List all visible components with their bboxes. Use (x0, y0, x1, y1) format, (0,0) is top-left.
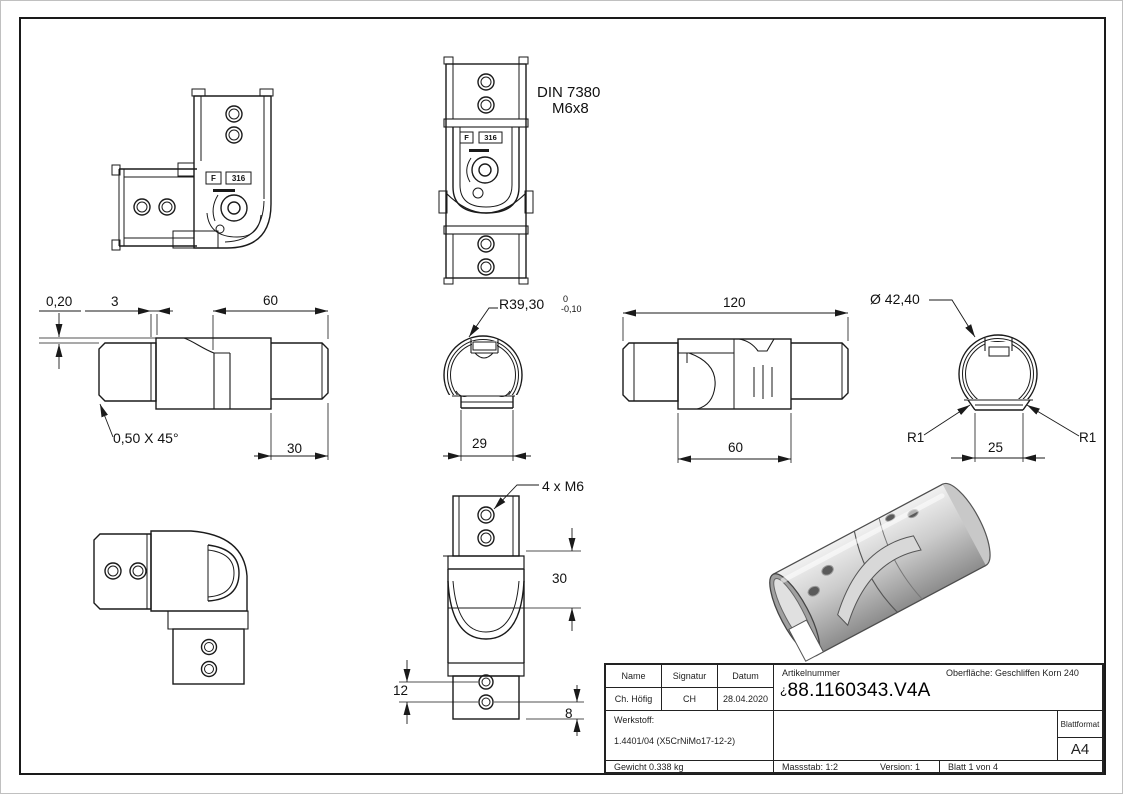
radius-note: R39,30 (499, 296, 545, 312)
title-block: Name Signatur Datum Artikelnummer Oberfl… (604, 663, 1104, 774)
dim-30-vert-label: 30 (552, 571, 568, 586)
sheet-frame (19, 17, 1106, 775)
dim-12-label: 12 (393, 683, 409, 698)
dim-60-bottom-label: 60 (728, 440, 744, 455)
mark-f-label: F (464, 133, 469, 142)
radius-tol-lower: -0,10 (561, 304, 582, 314)
iso-hole (807, 585, 820, 597)
material-value: 1.4401/04 (X5CrNiMo17-12-2) (614, 736, 736, 746)
title-col-signature: Signatur (662, 665, 718, 688)
format-value: A4 (1058, 738, 1102, 761)
view-bottom-center (443, 495, 525, 720)
material-label: Werkstoff: (614, 715, 655, 725)
mark-f-label: F (211, 173, 216, 183)
r1-right-label: R1 (1079, 430, 1097, 445)
iso-hole (821, 564, 834, 576)
view-section-right (954, 334, 1044, 421)
din-note-line1: DIN 7380 (537, 84, 601, 101)
scale-value: Massstab: 1:2 (782, 761, 839, 772)
dim-8-label: 8 (565, 706, 573, 721)
title-col-date: Datum (718, 665, 774, 688)
dim-29-label: 29 (472, 436, 488, 451)
title-col-name: Name (606, 665, 662, 688)
article-cell: Artikelnummer Oberfläche: Geschliffen Ko… (774, 665, 1102, 711)
mark-316-label: 316 (231, 173, 246, 183)
dim-25-label: 25 (988, 440, 1004, 455)
version-value: Version: 1 (880, 761, 921, 772)
mark-316-label: 316 (484, 133, 497, 142)
r1-left-label: R1 (907, 430, 925, 445)
view-top-center (438, 56, 534, 285)
surface-finish: Oberfläche: Geschliffen Korn 240 (946, 668, 1079, 678)
dim-120-label: 120 (723, 295, 746, 310)
view-top-left-elbow (111, 88, 274, 251)
dim-step-label: 0,20 (46, 294, 73, 309)
dim-30-side-label: 30 (287, 441, 303, 456)
scale-version-cell: Massstab: 1:2 Version: 1 (774, 761, 940, 772)
thread-note: 4 x M6 (542, 478, 585, 494)
article-number: ¿88.1160343.V4A (780, 680, 931, 701)
format-label: Blattformat (1058, 711, 1102, 738)
din-note-line2: M6x8 (552, 100, 589, 117)
diameter-note: Ø 42,40 (870, 291, 920, 307)
material-cell: Werkstoff: 1.4401/04 (X5CrNiMo17-12-2) (606, 711, 774, 761)
empty-cell (774, 711, 1058, 761)
dim-gap-label: 3 (111, 294, 119, 309)
view-section-left (441, 335, 525, 419)
creation-date: 28.04.2020 (718, 688, 774, 711)
weight-value: Gewicht 0.338 kg (606, 761, 774, 772)
view-side-left (98, 337, 329, 410)
iso-slot-cut (837, 535, 922, 627)
author-signature: CH (662, 688, 718, 711)
author-name: Ch. Höfig (606, 688, 662, 711)
article-label: Artikelnummer (782, 668, 841, 678)
dim-60-top-label: 60 (263, 293, 279, 308)
view-bottom-left-elbow (93, 530, 249, 685)
dimension-lines (39, 299, 1080, 736)
chamfer-note: 0,50 X 45° (113, 430, 179, 446)
article-prefix: ¿ (780, 683, 788, 697)
view-isometric (769, 482, 991, 662)
radius-tol-upper: 0 (563, 294, 569, 304)
view-side-right (622, 338, 849, 410)
sheet-value: Blatt 1 von 4 (948, 761, 999, 772)
